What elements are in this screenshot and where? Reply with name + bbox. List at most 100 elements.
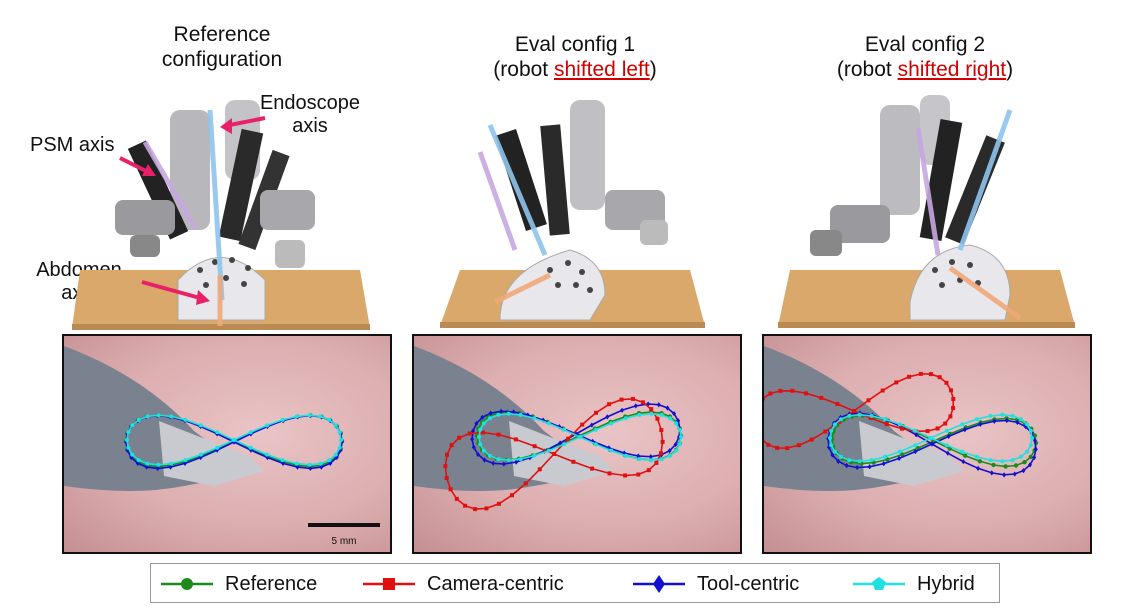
trajectory-marker-hybrid (649, 411, 654, 416)
trajectory-marker-camera (571, 459, 576, 464)
trajectory-marker-hybrid (215, 430, 220, 435)
trajectory-marker-camera (594, 410, 598, 415)
trajectory-marker-tool (867, 464, 872, 470)
trajectory-marker-tool (605, 414, 610, 420)
title-eval-config-2: Eval config 2 (robot shifted right) (810, 32, 1040, 82)
trajectory-marker-hybrid (679, 435, 683, 439)
trajectory-marker-hybrid (215, 445, 220, 450)
trajectory-marker-hybrid (1028, 443, 1033, 448)
trajectory-marker-camera (659, 428, 664, 432)
trajectory-marker-camera (925, 429, 930, 434)
trajectory-marker-camera (880, 388, 885, 393)
legend-item-reference: Reference (159, 572, 339, 596)
robot-arms (810, 95, 1005, 256)
trajectory-marker-camera (775, 445, 779, 450)
trajectory-marker-hybrid (198, 423, 203, 428)
trajectory-marker-camera (463, 503, 468, 508)
trajectory-marker-camera (660, 439, 665, 444)
legend-label-camera-centric: Camera-centric (427, 573, 564, 595)
trajectory-group-eval-2-panel (764, 371, 1039, 478)
endoscope-axis-line (487, 124, 548, 256)
trajectory-marker-hybrid (944, 443, 949, 448)
trajectory-marker-tool (665, 405, 670, 411)
trajectory-marker-hybrid (988, 458, 993, 463)
trajectory-marker-tool (656, 402, 661, 408)
robot-arms (115, 100, 315, 268)
trajectory-marker-camera (951, 397, 956, 401)
trajectory-marker-hybrid (857, 459, 862, 464)
trajectory-marker-camera (640, 400, 645, 405)
abdomen-phantom (499, 249, 606, 321)
trajectory-marker-hybrid (677, 442, 682, 447)
trajectory-group-reference-panel (123, 413, 345, 471)
trajectory-marker-tool (648, 454, 653, 460)
robot-arms (495, 100, 668, 245)
trajectory-marker-tool (1027, 462, 1032, 468)
trajectory-marker-hybrid (562, 442, 567, 447)
abdomen-axis-line (493, 272, 552, 305)
trajectory-marker-hybrid (518, 457, 523, 462)
trajectory-marker-hybrid (198, 452, 203, 457)
trajectory-marker-hybrid (578, 435, 582, 439)
trajectory-marker-hybrid (532, 416, 537, 421)
trajectory-marker-tool (215, 447, 220, 453)
trajectory-marker-reference (977, 459, 983, 464)
trajectory-marker-hybrid (562, 427, 567, 432)
trajectory-marker-hybrid (280, 417, 285, 422)
trajectory-marker-camera (929, 372, 933, 377)
trajectory-marker-tool (340, 439, 344, 445)
legend-marker-tool-centric (633, 575, 685, 593)
trajectory-marker-hybrid (944, 428, 949, 433)
trajectory-marker-camera (444, 476, 449, 480)
legend-marker-hybrid (853, 577, 905, 590)
trajectory-marker-camera (837, 419, 842, 424)
trajectory-marker-camera (809, 437, 814, 442)
psm-axis-label: PSM axis (30, 134, 115, 156)
trajectory-marker-hybrid (130, 452, 135, 457)
trajectory-marker-camera (513, 437, 518, 442)
table-edge (778, 322, 1075, 328)
trajectory-marker-hybrid (145, 461, 150, 466)
scale-bar-label: 5 mm (332, 536, 357, 547)
trajectory-marker-hybrid (623, 416, 628, 421)
trajectory-marker-hybrid (913, 443, 918, 448)
trajectory-marker-hybrid (294, 461, 299, 466)
trajectory-marker-hybrid (156, 413, 161, 418)
trajectory-marker-hybrid (857, 412, 862, 417)
trajectory-marker-hybrid (125, 438, 129, 442)
psm-axis-line (142, 140, 198, 230)
trajectory-marker-tool (499, 408, 504, 414)
trajectory-marker-hybrid (333, 452, 338, 457)
trajectory-marker-tool (1015, 419, 1020, 425)
trajectory-marker-tool (1021, 468, 1026, 474)
trajectory-marker-camera (467, 431, 472, 436)
trajectory-marker-hybrid (974, 454, 979, 459)
trajectory-marker-camera (796, 443, 801, 448)
title-eval2-suffix: ) (1006, 58, 1014, 81)
title-eval2-prefix: (robot (836, 58, 898, 81)
trajectory-marker-tool (1012, 471, 1017, 477)
trajectory-marker-hybrid (481, 448, 486, 453)
trajectory-marker-tool (501, 461, 506, 467)
title-eval2-line2: (robot shifted right) (810, 57, 1040, 82)
trajectory-marker-camera (868, 416, 873, 420)
trajectory-marker-hybrid (496, 412, 501, 417)
trajectory-marker-camera (523, 481, 528, 486)
trajectory-marker-hybrid (136, 458, 141, 463)
trajectory-marker-hybrid (960, 449, 965, 454)
trajectory-marker-camera (636, 472, 641, 477)
trajectory-marker-hybrid (130, 423, 135, 428)
trajectory-marker-tool (1033, 446, 1038, 452)
scale-bar (308, 523, 380, 527)
table-edge (72, 324, 370, 330)
trajectory-marker-hybrid (677, 427, 682, 432)
trajectory-marker-camera (448, 487, 453, 492)
trajectory-marker-camera (484, 506, 489, 511)
trajectory-marker-camera (866, 398, 871, 403)
trajectory-marker-tool (961, 458, 966, 465)
trajectory-marker-hybrid (294, 414, 299, 419)
legend-item-tool-centric: Tool-centric (631, 572, 831, 596)
trajectory-marker-hybrid (506, 411, 511, 416)
trajectory-marker-hybrid (839, 454, 843, 459)
endoscope-view-eval-2 (762, 334, 1092, 554)
